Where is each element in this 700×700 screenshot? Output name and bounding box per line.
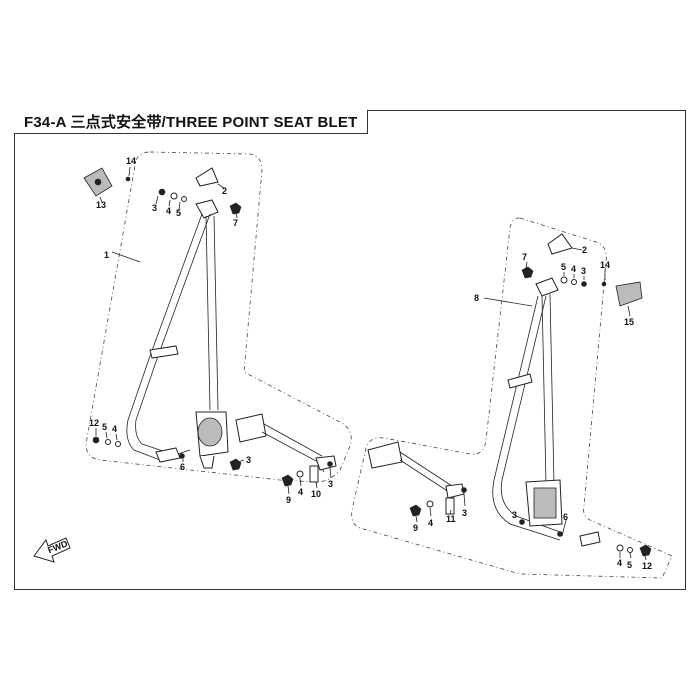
callout-4-bottom-right: 4 <box>617 558 622 568</box>
cap-left <box>195 167 219 187</box>
callout-7-right: 7 <box>522 252 527 262</box>
callout-5-upper-left: 5 <box>176 208 181 218</box>
title-box: F34-A 三点式安全带/THREE POINT SEAT BLET <box>14 110 369 134</box>
callout-3-bottom-left: 3 <box>328 479 333 489</box>
callout-14-right: 14 <box>600 260 610 270</box>
callout-2-left: 2 <box>222 186 227 196</box>
right-assembly-boundary <box>351 217 673 579</box>
callout-7-left: 7 <box>233 218 238 228</box>
upper-fasteners-right <box>521 266 607 287</box>
fwd-arrow: FWD <box>33 537 71 563</box>
callout-4-lower-left: 4 <box>112 424 117 434</box>
callout-5-lower-left: 5 <box>102 422 107 432</box>
callout-5-upper-right: 5 <box>561 262 566 272</box>
callout-2-right: 2 <box>582 245 587 255</box>
callout-3-upper-left: 3 <box>152 203 157 213</box>
callout-3-mid-right: 3 <box>462 508 467 518</box>
callout-8: 8 <box>474 293 479 303</box>
callout-6-left: 6 <box>180 462 185 472</box>
shoulder-guide-cover-right <box>615 281 643 307</box>
callout-9-left: 9 <box>286 495 291 505</box>
callout-4-upper-right: 4 <box>571 264 576 274</box>
callout-12-left: 12 <box>89 418 99 428</box>
callout-1: 1 <box>104 250 109 260</box>
upper-fasteners-left <box>125 176 242 215</box>
callout-13: 13 <box>96 200 106 210</box>
leader-lines <box>95 166 647 561</box>
shoulder-guide-cover-left <box>83 167 113 197</box>
callout-4-mid-right: 4 <box>428 518 433 528</box>
lower-fasteners-right <box>409 487 652 557</box>
callout-10: 10 <box>311 489 321 499</box>
callout-4-bottom-left: 4 <box>298 487 303 497</box>
diagram-title: F34-A 三点式安全带/THREE POINT SEAT BLET <box>24 114 358 131</box>
callout-5-bottom-right: 5 <box>627 560 632 570</box>
callout-4-upper-left: 4 <box>166 206 171 216</box>
callout-3-lower-right: 3 <box>512 510 517 520</box>
seat-belt-right <box>367 277 601 547</box>
callout-12-right: 12 <box>642 561 652 571</box>
cap-right <box>547 233 573 255</box>
callout-3-upper-right: 3 <box>581 266 586 276</box>
callout-6-right: 6 <box>563 512 568 522</box>
callout-15: 15 <box>624 317 634 327</box>
seat-belt-left <box>126 199 337 473</box>
callout-11: 11 <box>446 514 456 524</box>
callout-14-left: 14 <box>126 156 136 166</box>
lower-fasteners-left <box>92 436 333 487</box>
callout-9-right: 9 <box>413 523 418 533</box>
callout-3-mid-left: 3 <box>246 455 251 465</box>
